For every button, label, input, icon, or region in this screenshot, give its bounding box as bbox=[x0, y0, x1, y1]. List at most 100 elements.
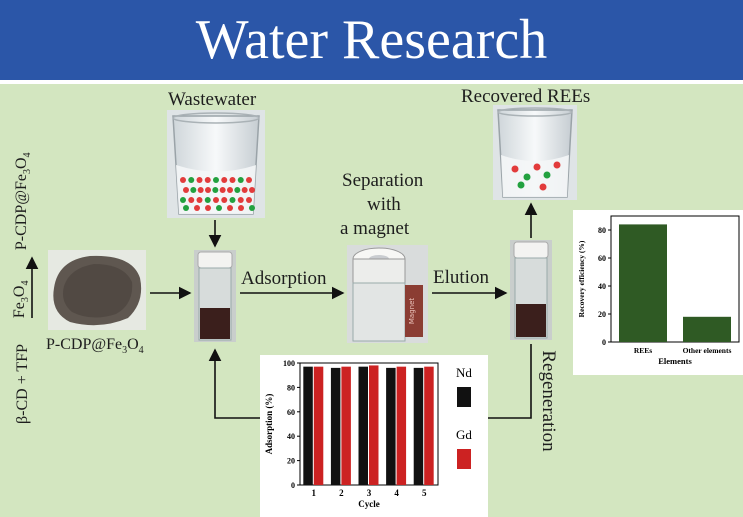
separation-label-2: with bbox=[367, 194, 401, 215]
magnet-separation-photo: Magnet bbox=[347, 245, 428, 343]
wastewater-dot bbox=[241, 187, 248, 193]
regeneration-label: Regeneration bbox=[538, 350, 559, 452]
reagent-fe: Fe bbox=[10, 302, 28, 319]
product-name: P-CDP@Fe bbox=[12, 174, 30, 251]
chart1-bar-nd bbox=[303, 366, 313, 485]
chart2-xtick-label: Other elements bbox=[683, 346, 732, 355]
journal-title: Water Research bbox=[195, 9, 548, 71]
chart2-ytick-label: 20 bbox=[598, 310, 606, 319]
chart1-ytick-label: 60 bbox=[287, 408, 295, 417]
wastewater-dot bbox=[188, 197, 195, 203]
vial-adsorption-photo bbox=[194, 250, 236, 342]
chart1-legend-label: Gd bbox=[456, 427, 472, 442]
wastewater-dot bbox=[238, 205, 244, 211]
wastewater-dot bbox=[205, 205, 211, 211]
wastewater-dot bbox=[183, 205, 189, 211]
chart2-ytick-label: 60 bbox=[598, 254, 606, 263]
journal-banner: Water Research bbox=[0, 0, 743, 80]
chart1-ylabel: Adsorption (%) bbox=[264, 394, 274, 455]
chart1-bar-nd bbox=[330, 367, 341, 485]
chart1-ytick-label: 80 bbox=[287, 383, 295, 392]
chart1-bar-gd bbox=[396, 366, 407, 485]
wastewater-dot bbox=[219, 187, 226, 193]
chart2-xlabel: Elements bbox=[658, 356, 692, 366]
chart2-ytick-label: 0 bbox=[602, 338, 606, 347]
chart2-frame bbox=[610, 215, 740, 343]
wastewater-dot bbox=[229, 177, 236, 183]
wastewater-dot bbox=[197, 187, 204, 193]
wastewater-dot bbox=[212, 187, 219, 193]
wastewater-beaker-photo bbox=[167, 110, 265, 218]
material-name: P-CDP@Fe bbox=[46, 336, 123, 353]
wastewater-dot bbox=[249, 187, 255, 193]
wastewater-dot bbox=[190, 187, 197, 193]
chart1-bar-nd bbox=[413, 367, 424, 485]
material-o: O bbox=[127, 336, 139, 353]
material-sub2: 4 bbox=[138, 345, 144, 357]
chart1-ytick-label: 0 bbox=[291, 481, 295, 490]
synthesis-reactants: β-CD + TFP bbox=[14, 344, 31, 424]
chart1-ytick-label: 20 bbox=[287, 457, 295, 466]
chart1-bar-gd bbox=[369, 365, 379, 485]
wastewater-dot bbox=[227, 205, 233, 211]
chart1-bar-gd bbox=[424, 366, 434, 485]
wastewater-dot bbox=[213, 197, 219, 203]
wastewater-dot bbox=[234, 187, 241, 193]
reagent-o: O bbox=[10, 285, 28, 298]
chart1-bar-nd bbox=[386, 367, 396, 485]
reagent-sub2: 4 bbox=[20, 280, 32, 286]
wastewater-dot bbox=[180, 197, 186, 203]
chart1-bar-nd bbox=[358, 366, 368, 485]
powder-photo bbox=[48, 250, 146, 330]
wastewater-dot bbox=[216, 205, 222, 211]
chart1-ytick-label: 40 bbox=[287, 432, 295, 441]
material-sub1: 3 bbox=[122, 345, 128, 357]
chart2-ytick-label: 40 bbox=[598, 282, 606, 291]
chart2-bar bbox=[619, 224, 667, 342]
chart1-bar-gd bbox=[313, 366, 324, 485]
wastewater-dot bbox=[249, 205, 255, 211]
synthesis-reagent: Fe3O4 bbox=[10, 268, 32, 319]
wastewater-dot bbox=[196, 177, 203, 183]
chart1-xtick-label: 3 bbox=[367, 488, 372, 498]
product-sub1: 3 bbox=[22, 169, 34, 174]
separation-label-3: a magnet bbox=[340, 218, 410, 239]
chart1-bar-gd bbox=[341, 366, 351, 485]
wastewater-dot bbox=[204, 197, 211, 203]
chart1-legend-label: Nd bbox=[456, 365, 472, 380]
wastewater-dot bbox=[221, 197, 228, 203]
chart1-xtick-label: 2 bbox=[339, 488, 344, 498]
wastewater-dot bbox=[205, 187, 211, 193]
chart1-xtick-label: 1 bbox=[312, 488, 317, 498]
elution-label: Elution bbox=[433, 267, 489, 288]
separation-label-1: Separation bbox=[342, 170, 424, 191]
recovered-rees-label: Recovered REEs bbox=[461, 86, 591, 107]
vial-elution-photo bbox=[510, 240, 552, 340]
wastewater-label: Wastewater bbox=[168, 89, 257, 110]
wastewater-dot bbox=[183, 187, 189, 193]
chart1-xlabel: Cycle bbox=[358, 499, 380, 509]
wastewater-dot bbox=[227, 187, 233, 193]
wastewater-dot bbox=[237, 197, 244, 203]
wastewater-dot bbox=[196, 197, 203, 203]
recovered-beaker-photo bbox=[493, 105, 577, 200]
chart2-bar bbox=[683, 316, 731, 342]
wastewater-dot bbox=[221, 177, 228, 183]
chart1-legend-swatch bbox=[457, 387, 471, 407]
wastewater-dot bbox=[246, 197, 252, 203]
reagent-sub1: 3 bbox=[20, 297, 32, 303]
chart1-xtick-label: 4 bbox=[394, 488, 399, 498]
magnet-text: Magnet bbox=[408, 298, 416, 325]
product-sub2: 4 bbox=[22, 152, 34, 158]
chart1-legend-swatch bbox=[457, 449, 471, 469]
product-o: O bbox=[12, 157, 30, 169]
chart2-ytick-label: 80 bbox=[598, 226, 606, 235]
adsorption-label: Adsorption bbox=[241, 268, 327, 289]
material-label: P-CDP@Fe3O4 bbox=[46, 336, 144, 356]
wastewater-dot bbox=[194, 205, 200, 211]
